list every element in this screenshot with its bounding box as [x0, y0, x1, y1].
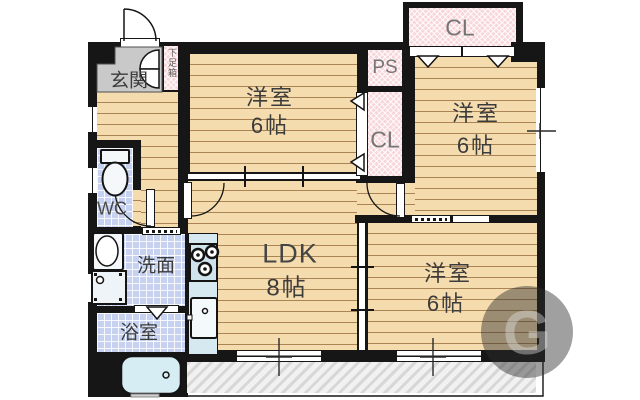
- east-bedroom-door-arc: [366, 182, 401, 217]
- window-left-1: [88, 107, 97, 132]
- closet-mid-arrow-2: [349, 152, 365, 173]
- window-cross-right: [527, 123, 556, 139]
- toilet-icon: [100, 149, 130, 197]
- kitchen-sink-icon: [186, 297, 218, 339]
- wall-closet-mid-bottom: [356, 176, 402, 183]
- balcony-railing: [187, 362, 544, 397]
- window-left-2: [88, 168, 97, 193]
- stove-icon: [190, 244, 220, 277]
- ps-label: PS: [372, 57, 398, 78]
- washroom-label: 洗面: [136, 255, 176, 277]
- shoe-box-label: 下足箱: [167, 48, 177, 78]
- south-bedroom-floor: [368, 223, 537, 350]
- closet-mid-label: CL: [370, 126, 400, 153]
- closet-mid-box: [368, 92, 402, 176]
- entrance-label: 玄関: [109, 70, 149, 92]
- entrance-door-arc: [123, 8, 157, 42]
- west-bedroom-size: 6帖: [250, 113, 290, 138]
- vanity-sink-icon: [92, 232, 124, 271]
- east-bedroom-size: 6帖: [456, 133, 496, 158]
- window-balcony-south: [397, 351, 481, 361]
- ldk-label: LDK: [262, 238, 318, 269]
- closet-top-box: [409, 8, 516, 49]
- partition-ticks-south: [351, 266, 374, 311]
- sliding-partition-west-ldk: [188, 172, 360, 181]
- east-bedroom-label: 洋室: [451, 101, 501, 126]
- wc-doorway-floor: [133, 190, 141, 226]
- bathroom-floor: [97, 313, 185, 352]
- east-bedroom-floor: [415, 57, 537, 218]
- closet-mid-door-panels: [356, 92, 368, 176]
- bathroom-door-arrow: [145, 306, 169, 321]
- west-bedroom-label: 洋室: [245, 85, 295, 110]
- washroom-folding-door: [142, 227, 181, 235]
- window-cross-ldk: [266, 338, 292, 376]
- ps-box: [368, 50, 402, 86]
- ldk-door-leaf: [183, 182, 192, 219]
- south-bedroom-label: 洋室: [423, 261, 473, 286]
- window-cross-south: [420, 338, 446, 376]
- sliding-partition-ldk-south: [357, 223, 367, 350]
- east-bedroom-door-leaf: [396, 183, 405, 218]
- closet-mid-arrow-1: [349, 91, 365, 112]
- wall-corner-ne: [511, 42, 545, 62]
- svg-text:G: G: [503, 299, 551, 368]
- ldk-door-arc: [190, 182, 225, 217]
- west-bedroom-floor: [190, 54, 357, 173]
- ldk-size: 8帖: [266, 274, 308, 302]
- closet-top-arrow-1: [416, 55, 440, 69]
- bathtub-icon: [119, 354, 183, 398]
- shoe-box-strip: [164, 46, 178, 90]
- shoe-cabinet-icon2: [139, 68, 160, 89]
- east-doorway-floor: [402, 183, 415, 217]
- wc-label: WC: [97, 198, 127, 219]
- washing-machine-icon: [91, 270, 127, 305]
- watermark: G: [481, 286, 573, 378]
- balcony-gap: [536, 362, 544, 396]
- bathroom-label: 浴室: [119, 322, 159, 344]
- partition-ticks-west: [244, 166, 304, 187]
- closet-top-label: CL: [445, 14, 475, 41]
- south-bedroom-sliding-door: [411, 215, 451, 223]
- closet-top-arrow-2: [486, 55, 510, 69]
- south-bedroom-size: 6帖: [426, 291, 466, 316]
- balcony-hatch: [187, 362, 536, 393]
- south-bedroom-sliding-panel: [452, 215, 490, 223]
